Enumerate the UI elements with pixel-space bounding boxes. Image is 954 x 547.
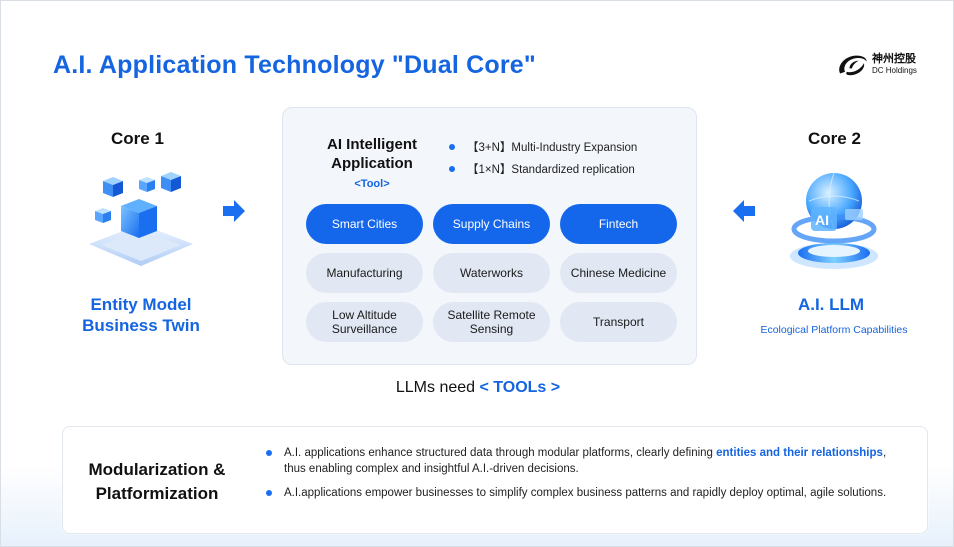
pill-label-line1: Low Altitude	[332, 308, 397, 322]
bullet-dot-icon	[266, 490, 272, 496]
pill-label-line2: Sensing	[469, 322, 514, 336]
core1-name: Entity Model Business Twin	[71, 294, 211, 336]
pill-chinese-medicine[interactable]: Chinese Medicine	[560, 253, 677, 293]
arrow-right-icon	[223, 200, 245, 222]
bottom-bullet-text: A.I. applications enhance structured dat…	[284, 445, 906, 477]
bullet-item: 【1×N】Standardized replication	[449, 160, 637, 178]
core1-name-line2: Business Twin	[82, 316, 200, 335]
ai-application-panel: AI Intelligent Application <Tool> 【3+N】M…	[282, 107, 697, 365]
core1-title: Core 1	[111, 129, 164, 148]
company-logo: 神州控股 DC Holdings	[835, 48, 931, 82]
pill-smart-cities[interactable]: Smart Cities	[306, 204, 423, 244]
logo-text-en: DC Holdings	[872, 66, 917, 75]
bottom-bullet-item: A.I.applications empower businesses to s…	[266, 485, 906, 501]
app-title: AI Intelligent Application	[307, 135, 437, 173]
bullet-item: 【3+N】Multi-Industry Expansion	[449, 138, 637, 156]
industry-pills: Smart Cities Supply Chains Fintech Manuf…	[306, 204, 677, 342]
pill-supply-chains[interactable]: Supply Chains	[433, 204, 550, 244]
pill-label-line2: Surveillance	[331, 322, 398, 336]
tool-label: <Tool>	[354, 178, 390, 190]
ai-badge-text: AI	[815, 212, 829, 228]
logo-text-cn: 神州控股	[872, 53, 916, 65]
pill-low-altitude-surveillance[interactable]: Low Altitude Surveillance	[306, 302, 423, 342]
bottom-title: Modularization & Platformization	[69, 458, 245, 506]
app-title-line2: Application	[331, 155, 413, 172]
bottom-item1-highlight: entities and their relationships	[716, 447, 883, 459]
ai-globe-icon: AI	[779, 161, 889, 276]
core2-subtitle: Ecological Platform Capabilities	[760, 324, 908, 336]
bottom-title-line2: Platformization	[95, 484, 219, 503]
bottom-title-line1: Modularization &	[88, 460, 226, 479]
core2-title: Core 2	[808, 129, 861, 148]
bullet-text: 【3+N】Multi-Industry Expansion	[467, 142, 638, 154]
blue-cubes-icon	[81, 166, 201, 271]
bullet-text: 【1×N】Standardized replication	[467, 164, 635, 176]
app-title-line1: AI Intelligent	[327, 136, 417, 153]
bullet-dot-icon	[449, 166, 455, 172]
bullet-dot-icon	[449, 144, 455, 150]
core1-name-line1: Entity Model	[90, 295, 192, 314]
llm-tools-line: LLMs need < TOOLs >	[1, 379, 953, 397]
modularization-panel: Modularization & Platformization A.I. ap…	[62, 426, 928, 534]
bottom-item1-pre: A.I. applications enhance structured dat…	[284, 447, 717, 459]
llm-line-highlight: < TOOLs >	[479, 379, 561, 396]
bottom-bullet-text: A.I.applications empower businesses to s…	[284, 487, 887, 499]
bottom-bullets: A.I. applications enhance structured dat…	[266, 445, 906, 509]
pill-label-line1: Satellite Remote	[447, 308, 536, 322]
pill-transport[interactable]: Transport	[560, 302, 677, 342]
dc-logo-icon	[839, 55, 867, 76]
core2-name: A.I. LLM	[797, 295, 865, 314]
pill-satellite-remote-sensing[interactable]: Satellite Remote Sensing	[433, 302, 550, 342]
slide-title: A.I. Application Technology "Dual Core"	[53, 51, 536, 79]
bullet-dot-icon	[266, 450, 272, 456]
pill-waterworks[interactable]: Waterworks	[433, 253, 550, 293]
bottom-bullet-item: A.I. applications enhance structured dat…	[266, 445, 906, 477]
pill-fintech[interactable]: Fintech	[560, 204, 677, 244]
expansion-bullets: 【3+N】Multi-Industry Expansion 【1×N】Stand…	[449, 138, 637, 182]
pill-manufacturing[interactable]: Manufacturing	[306, 253, 423, 293]
llm-line-prefix: LLMs need	[395, 379, 480, 396]
arrow-left-icon	[733, 200, 755, 222]
bottom-item1-post: , thus enabling complex and insightful A…	[284, 447, 887, 475]
